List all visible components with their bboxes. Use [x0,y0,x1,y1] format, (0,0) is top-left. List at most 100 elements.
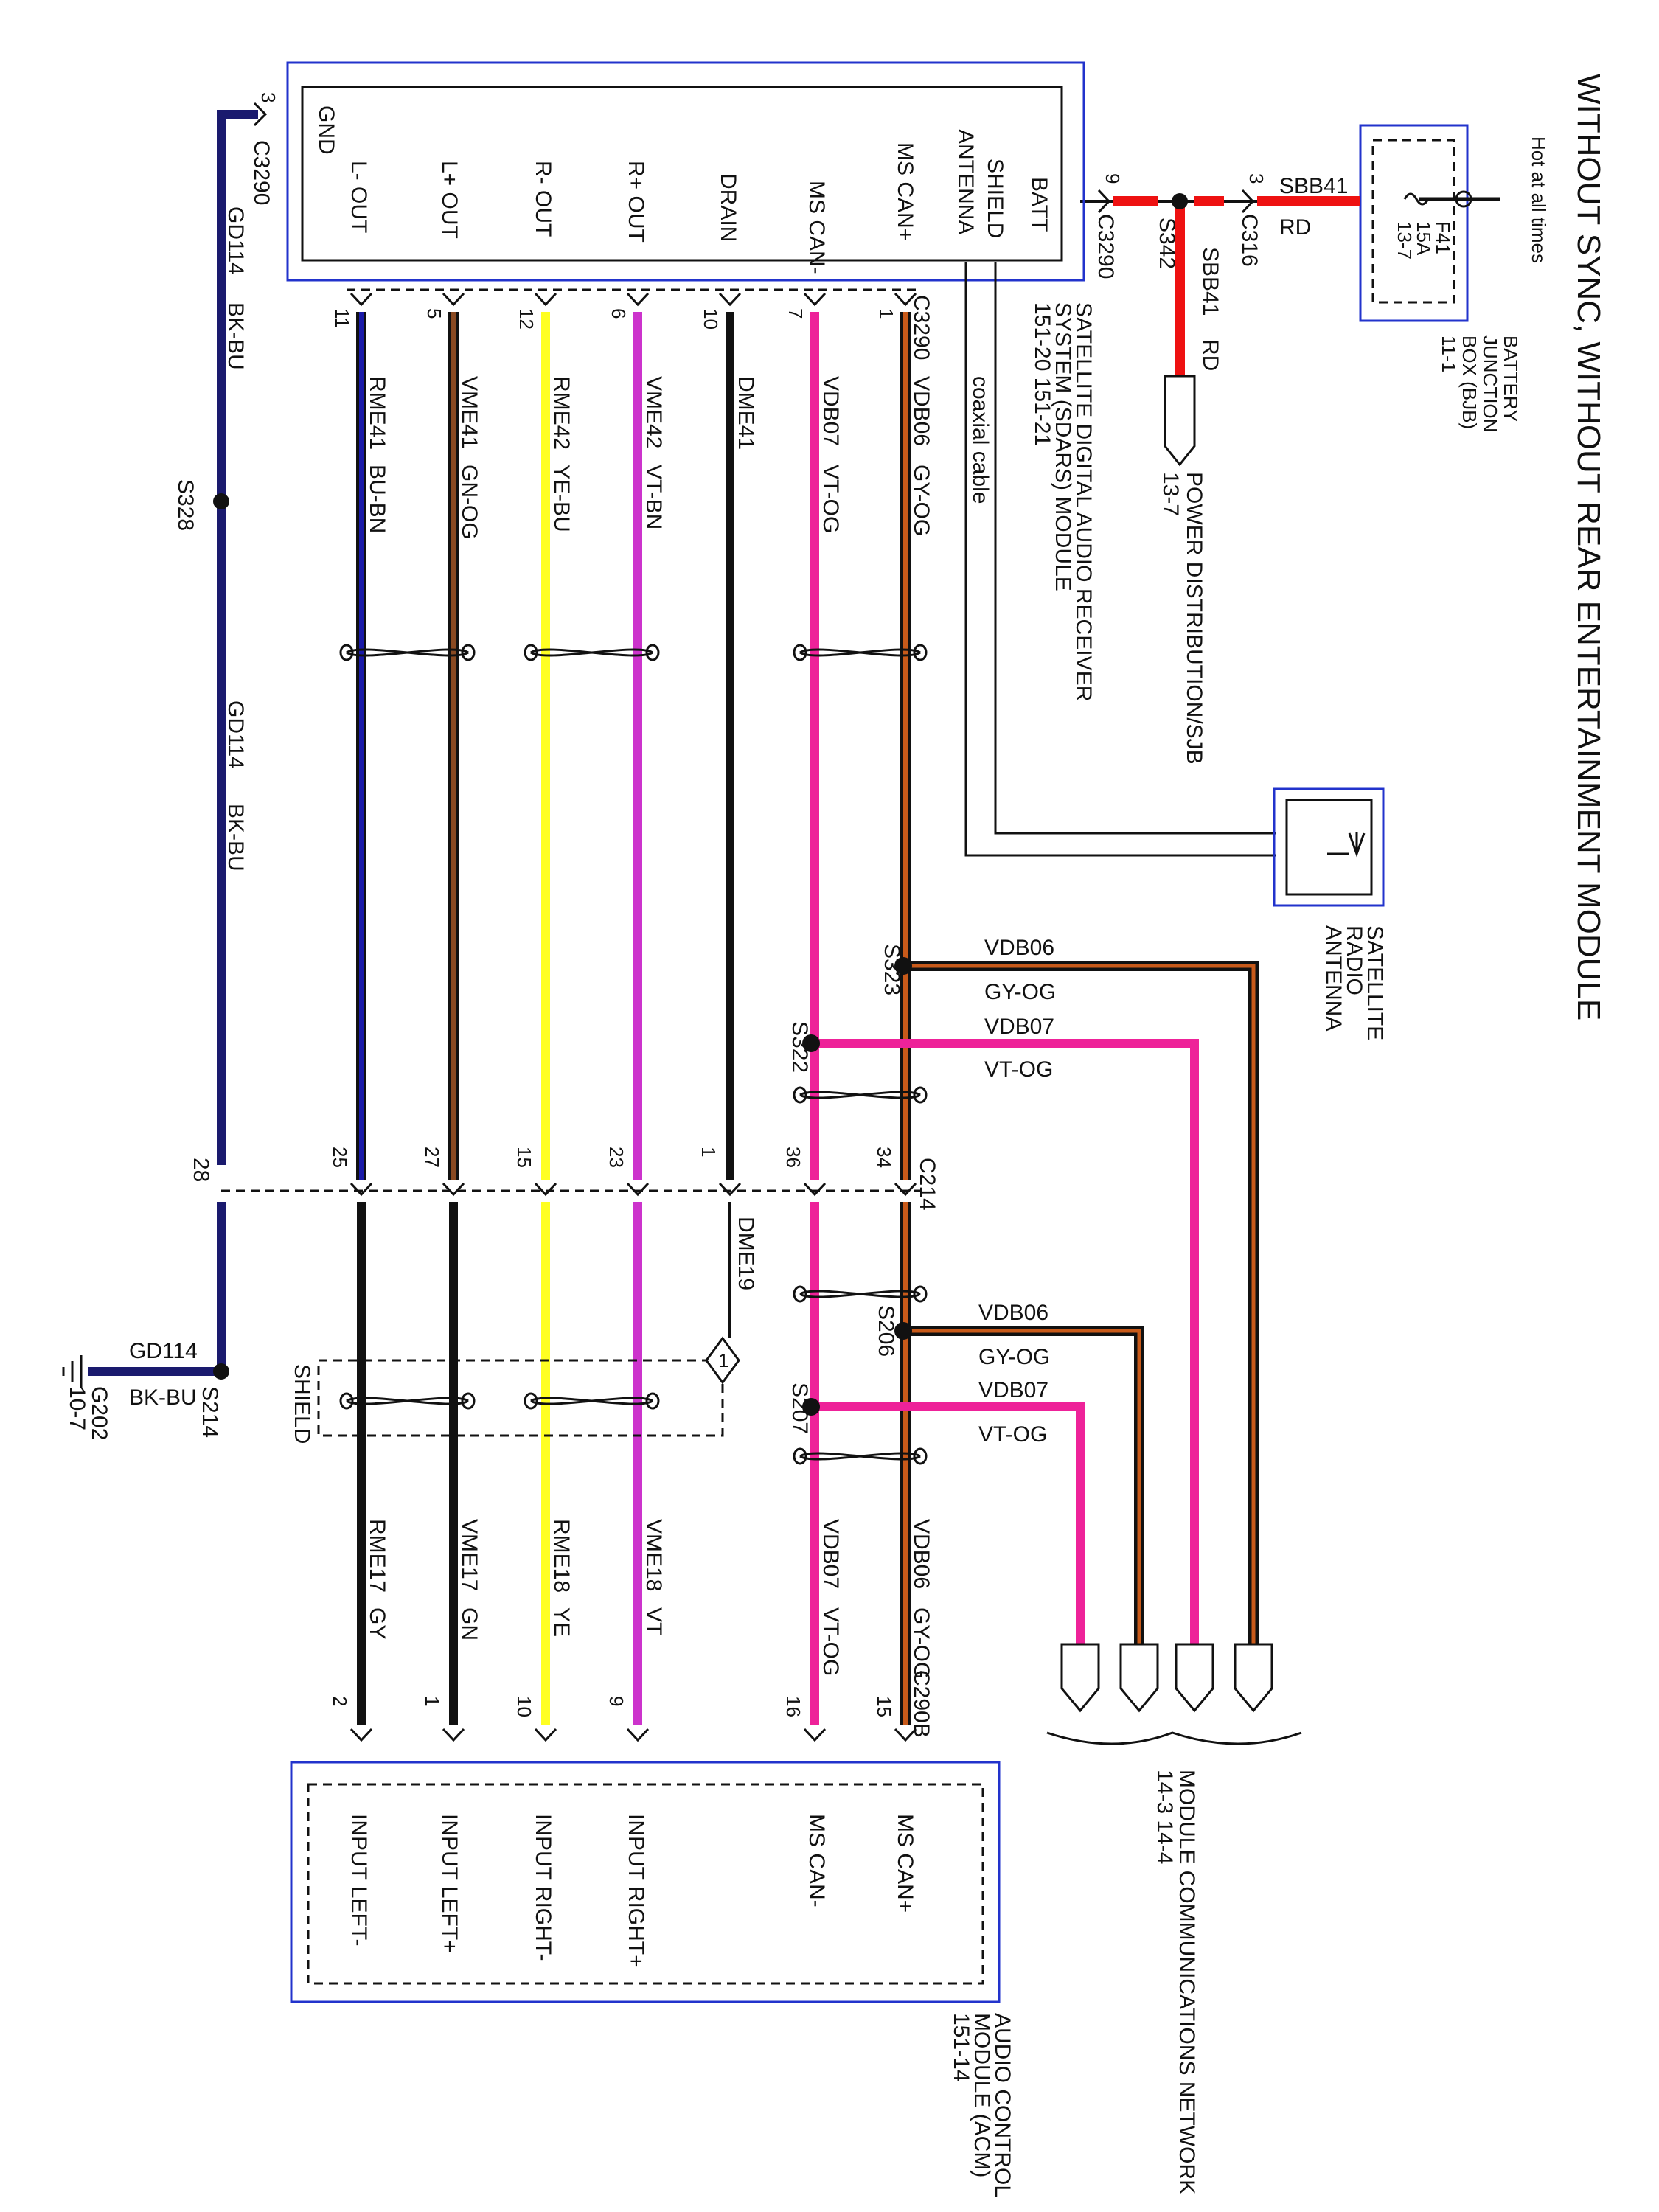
pin-drain: DRAIN [716,173,740,242]
coax-label: coaxial cable [968,376,992,504]
network-connector-icon [1175,1643,1214,1713]
wire-lplus-bottom-color: GN [457,1607,481,1641]
wire-lplus-top-circuit: VME41 [457,376,481,448]
wire-rminus-acm-pin-icon [534,1728,557,1742]
gnd-pin: 3 [257,92,279,102]
twisted-pair-icon [530,1397,653,1405]
wire-canminus-acm-pin: 16 [782,1696,804,1717]
net3-color: GY-OG [978,1345,1050,1369]
c316-pin: 3 [1245,173,1267,184]
wire-rminus-top-pin: 12 [515,308,538,330]
wire-canplus-top-pin-icon [894,292,917,307]
network-ref: 14-3 14-4 [1152,1770,1177,1864]
antenna-cable: coaxial cable SATELLITE RADIO ANTENNA [964,262,1387,1040]
twisted-pair-icon [530,648,653,657]
antenna-name-1: SATELLITE [1363,925,1387,1040]
s322-label: S322 [787,1021,812,1073]
sdars-name-3: 151-20 151-21 [1030,302,1054,446]
wire-lminus-top-circuit: RME41 [365,376,389,450]
g202-ref: 10-7 [65,1386,89,1430]
wire-rplus-top-circuit: VME42 [641,376,666,448]
twisted-pair-end-icon [793,1285,807,1303]
gnd-mid-pin: 28 [189,1158,213,1182]
ground-icon [62,1355,83,1388]
twisted-pair-icon [346,648,469,657]
wire-canplus-bottom-color: GY-OG [909,1607,933,1679]
splice-s214-dot [213,1363,229,1380]
net2-circuit: VDB07 [984,1015,1054,1039]
fuse-ref: 13-7 [1394,221,1416,260]
wire-canminus-bottom-circuit: VDB07 [818,1519,843,1589]
wire-lminus-mid-pin-icon [349,1182,373,1197]
twisted-pair-end-icon [913,644,928,661]
gnd-circuit-top: GD114 [223,206,248,275]
wire-rplus-top-pin-icon [626,292,650,307]
sdars-module: GND L- OUT L+ OUT R- OUT R+ OUT DRAIN MS… [286,61,1096,701]
branch-circuit: SBB41 [1198,247,1222,316]
acm-pin-right-plus: INPUT RIGHT+ [624,1814,648,1968]
gnd-circuit-mid: GD114 [223,700,248,769]
wire-rplus-mid-pin-icon [626,1182,650,1197]
c290b-connector: C290B [909,1670,933,1738]
wire-rplus-bottom-color: VT [641,1607,666,1635]
twisted-pair-end-icon [461,644,476,661]
diagram-title: WITHOUT SYNC, WITHOUT REAR ENTERTAINMENT… [1571,74,1607,1020]
pin-l-minus: L- OUT [347,161,371,233]
gnd-bottom-color: BK-BU [129,1385,197,1410]
wire-rplus-top-pin: 6 [608,308,630,319]
s207-label: S207 [787,1382,812,1434]
wire-rplus-bottom-circuit: VME18 [641,1519,666,1591]
power-dest-2: 13-7 [1158,472,1183,516]
wire-canminus-mid-pin: 36 [782,1147,804,1168]
network-connector-icon [1060,1643,1100,1713]
wire-lminus-mid-pin: 25 [329,1147,351,1168]
wire-canplus-top-pin: 1 [875,308,897,319]
net1-circuit: VDB06 [984,936,1054,960]
wire-canminus-bottom-color: VT-OG [818,1607,843,1676]
fuse-icon [1403,192,1430,206]
gnd-color-mid: BK-BU [223,804,248,872]
wire-rminus-bottom-color: YE [549,1607,574,1637]
wire-drain-top-pin-icon [718,292,742,307]
wire-lminus-bottom-color: GY [365,1607,389,1639]
power-dest-connector-icon [1164,375,1196,467]
branch-color: RD [1198,339,1222,371]
net3-circuit: VDB06 [978,1301,1048,1325]
wire-lminus-top-pin-icon [349,292,373,307]
acm-pin-right-minus: INPUT RIGHT- [531,1814,555,1961]
wire-canplus-mid-pin: 34 [873,1147,895,1168]
s342-label: S342 [1155,218,1179,269]
c290b-label: C290B [909,1670,933,1738]
wire-lplus-top-color: GN-OG [457,465,481,540]
network-name: MODULE COMMUNICATIONS NETWORK [1175,1770,1199,2194]
splice-s323-dot [894,957,912,975]
twisted-pair-end-icon [645,1392,660,1410]
shield-group: 1 SHIELD [290,1336,740,1444]
wire-lplus-acm-pin: 1 [421,1696,443,1706]
acm-pin-can-minus: MS CAN- [804,1814,829,1907]
twisted-pair-icon [799,1290,921,1298]
net1-color: GY-OG [984,980,1056,1004]
wire-drain-bottom-circuit: DME19 [734,1217,758,1290]
twisted-pair-end-icon [913,1086,928,1104]
c214-label: C214 [915,1158,939,1211]
twisted-pair-end-icon [913,1447,928,1465]
wire-lplus-top-pin-icon [442,292,465,307]
wire-drain-mid-pin: 1 [698,1147,720,1157]
shield-label: SHIELD [290,1364,314,1444]
wire-lplus-mid-pin: 27 [421,1147,443,1168]
twisted-pair-icon [799,648,921,657]
c316-label: C316 [1237,214,1262,267]
c214-connector: C214 [221,1158,939,1211]
acm-pin-left-plus: INPUT LEFT+ [437,1814,462,1953]
wire-canplus-top-color: GY-OG [909,465,933,536]
wire-canminus-top-color: VT-OG [818,465,843,533]
twisted-pair-end-icon [793,1447,807,1465]
ground-path: 3 C3290 GD114 BK-BU S328 GD114 BK-BU 28 … [62,92,279,1440]
acm-name-2: MODULE (ACM) [970,2013,994,2177]
twisted-pair-icon [799,1091,921,1099]
wire-drain-top-pin: 10 [700,308,722,330]
wire-canminus-top-circuit: VDB07 [818,376,843,446]
twisted-pair-end-icon [461,1392,476,1410]
pin-can-minus: MS CAN- [804,181,829,274]
